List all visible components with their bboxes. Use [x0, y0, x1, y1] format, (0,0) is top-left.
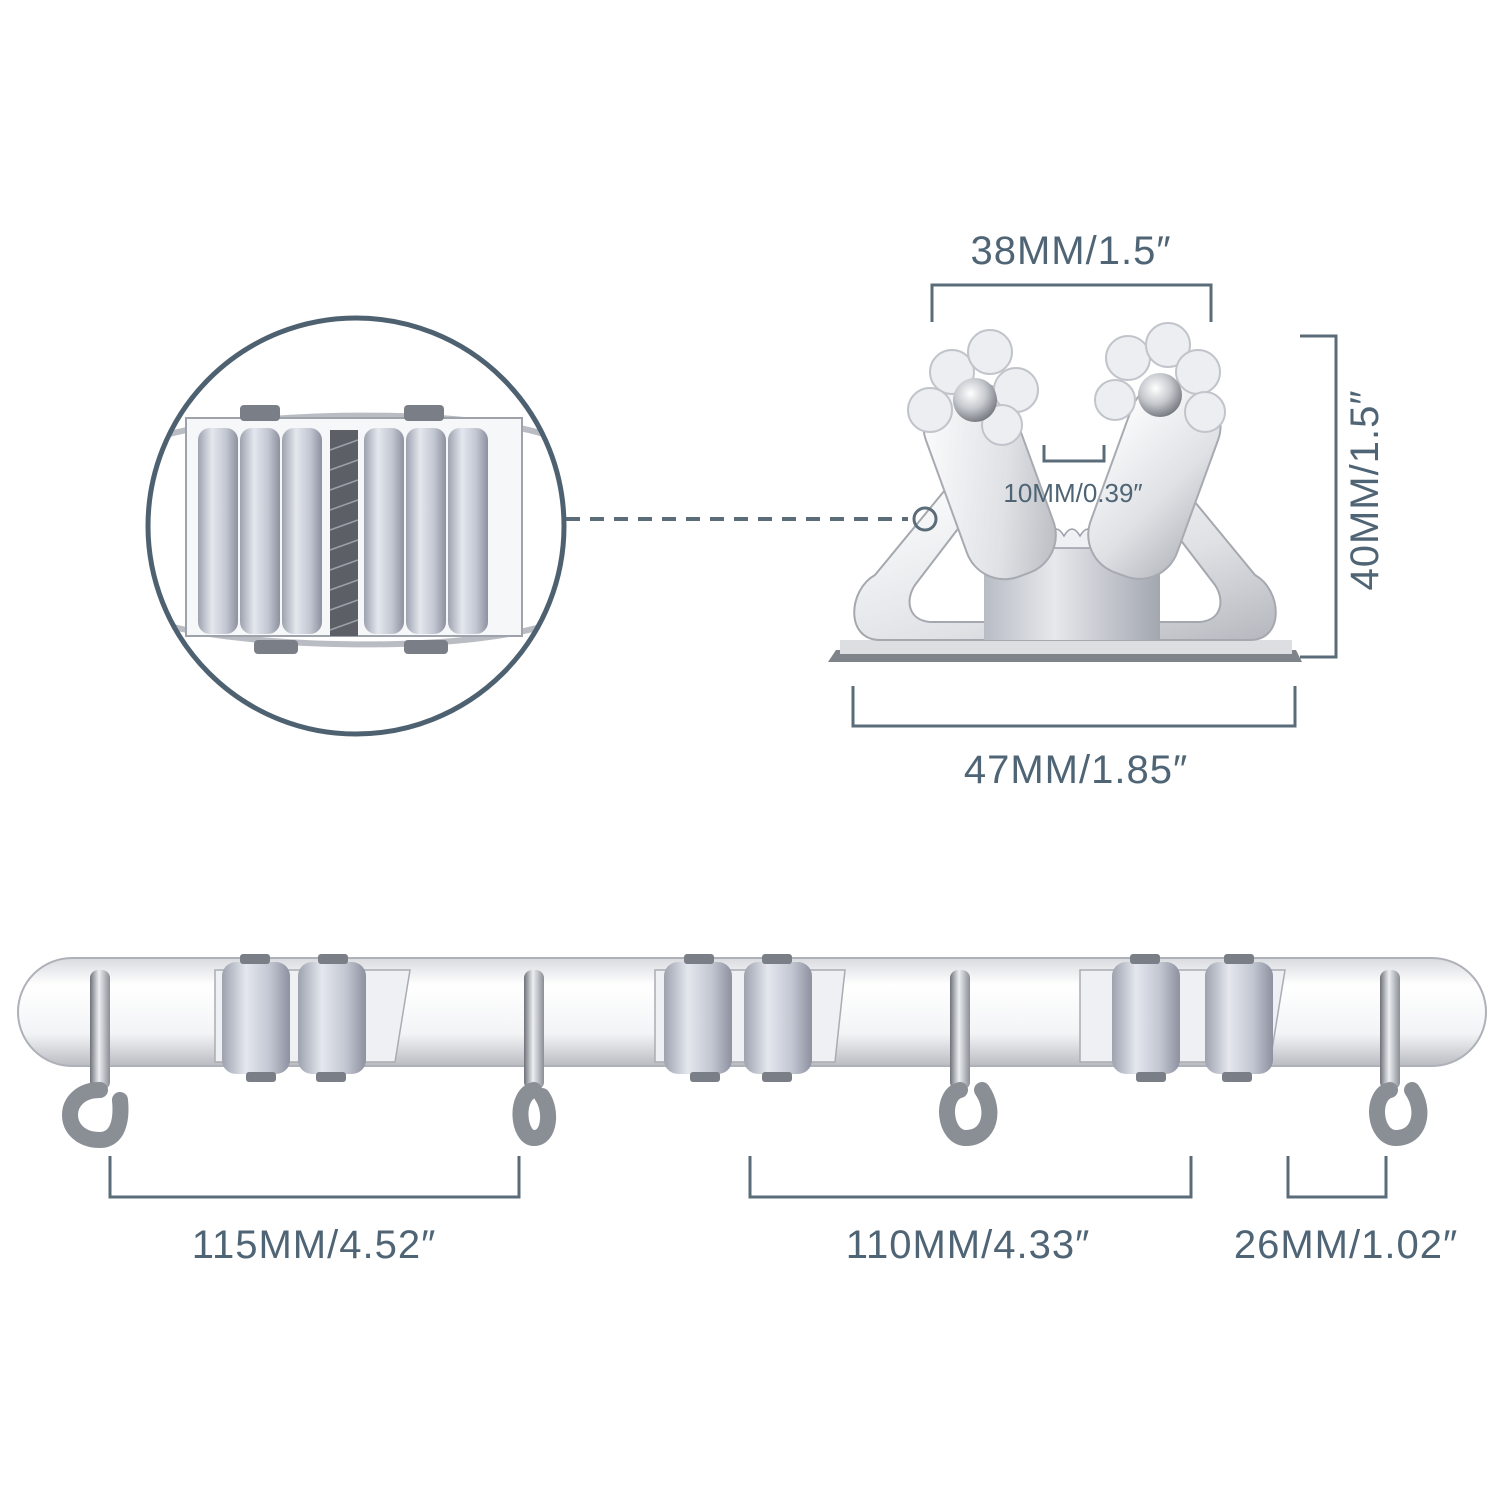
wall-rack-icon [17, 954, 1487, 1149]
label-clamp-top-width: 38MM/1.5″ [970, 229, 1171, 273]
magnified-clamp-icon [148, 405, 562, 654]
dim-line-right [1300, 334, 1338, 659]
rack-dimension-lines [108, 1156, 1388, 1199]
detail-zoom-circle [145, 315, 567, 737]
dim-line-hook-left [108, 1156, 521, 1199]
dim-line-hook-mid [748, 1156, 1193, 1199]
dim-line-base [851, 686, 1297, 728]
rack-clamp-1 [214, 954, 411, 1082]
dim-line-top [930, 283, 1213, 322]
label-hook-spacing-mid: 110MM/4.33″ [846, 1223, 1091, 1267]
label-clamp-gap: 10MM/0.39″ [1003, 478, 1142, 508]
label-clamp-height: 40MM/1.5″ [1343, 389, 1387, 590]
label-hook-spacing-left: 115MM/4.52″ [192, 1223, 437, 1267]
rack-hook-3 [939, 970, 998, 1147]
rack-hook-4 [1369, 970, 1428, 1147]
rack-clamp-2 [654, 954, 846, 1082]
clamp-side-view-icon [828, 322, 1302, 662]
rack-hook-2 [512, 970, 557, 1147]
label-clamp-base-width: 47MM/1.85″ [964, 748, 1188, 792]
clamp-dimension-lines [851, 283, 1338, 728]
label-end-spacing-right: 26MM/1.02″ [1234, 1223, 1458, 1267]
dim-line-gap [1042, 445, 1106, 463]
rack-clamp-3 [1079, 954, 1286, 1082]
dim-line-end-right [1286, 1156, 1388, 1199]
rack-hook-1 [62, 970, 129, 1149]
